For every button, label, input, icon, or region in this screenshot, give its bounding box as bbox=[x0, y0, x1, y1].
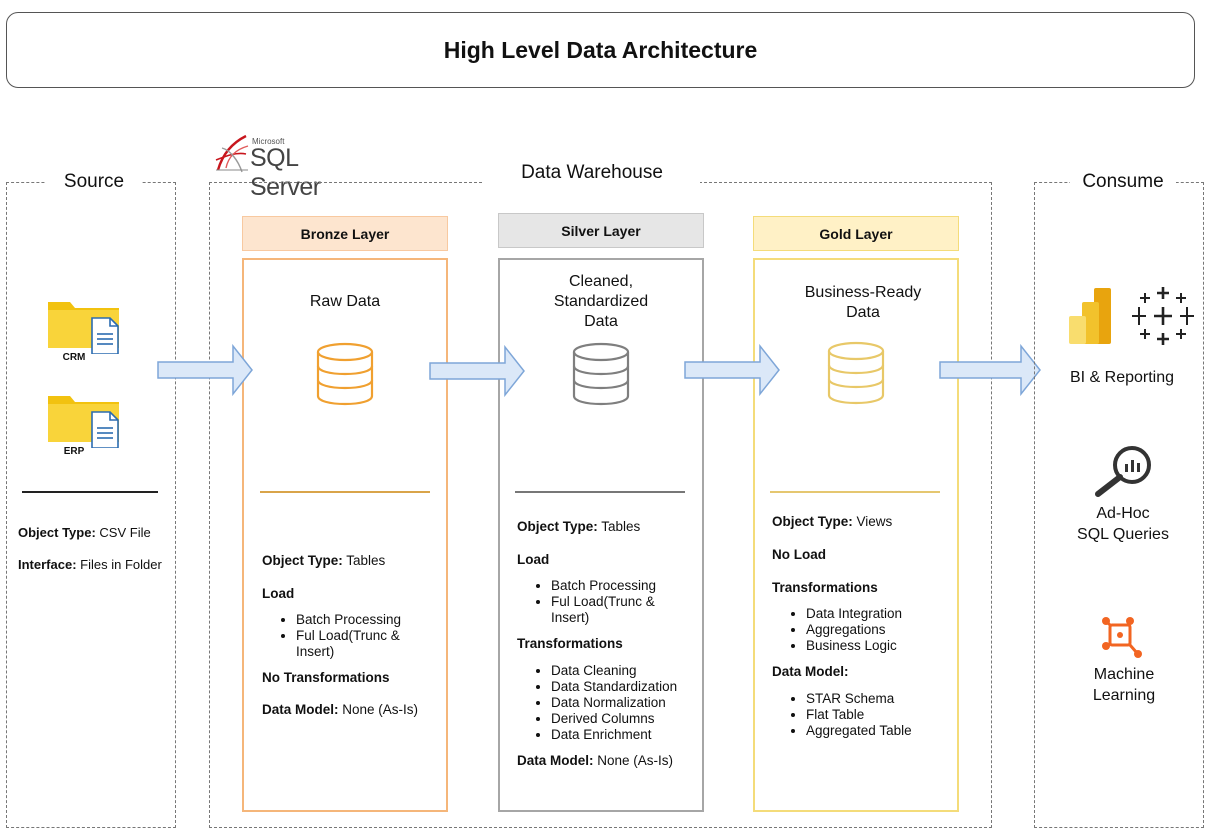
consume-adhoc-line: SQL Queries bbox=[1077, 526, 1169, 543]
gold-no-load: No Load bbox=[772, 547, 826, 562]
silver-transformations-label: Transformations bbox=[517, 636, 623, 651]
list-item: Data Standardization bbox=[551, 679, 703, 695]
gold-info: Object Type: Views No Load Transformatio… bbox=[772, 514, 958, 748]
silver-data-model-value: None (As-Is) bbox=[597, 753, 674, 768]
source-section bbox=[6, 182, 176, 828]
list-item: Data Cleaning bbox=[551, 663, 703, 679]
database-icon bbox=[314, 342, 376, 411]
consume-ml-line: Machine bbox=[1093, 666, 1155, 683]
power-bi-icon bbox=[1069, 288, 1111, 344]
bronze-load-list: Batch Processing Ful Load(Trunc & Insert… bbox=[262, 612, 416, 660]
sql-logo-microsoft: Microsoft bbox=[252, 137, 285, 146]
source-interface-label: Interface: bbox=[18, 557, 77, 572]
gold-data-model-list: STAR Schema Flat Table Aggregated Table bbox=[772, 691, 958, 739]
folder-icon bbox=[46, 298, 122, 359]
gold-description-line: Business-Ready bbox=[804, 284, 922, 301]
folder-icon bbox=[46, 392, 122, 453]
list-item: STAR Schema bbox=[806, 691, 958, 707]
consume-adhoc: Ad-Hoc SQL Queries bbox=[1034, 503, 1212, 545]
sql-logo-product: SQL Server bbox=[250, 144, 321, 201]
silver-load-list: Batch Processing Ful Load(Trunc & Insert… bbox=[517, 578, 671, 626]
silver-description-line: Data bbox=[584, 313, 618, 330]
source-object-type-label: Object Type: bbox=[18, 525, 96, 540]
bronze-layer-box bbox=[242, 258, 448, 812]
source-item-erp: ERP bbox=[63, 446, 85, 457]
silver-divider bbox=[515, 491, 685, 493]
silver-description: Cleaned, Standardized Data bbox=[498, 272, 704, 332]
flow-arrow-bronze-to-silver bbox=[429, 344, 525, 398]
silver-layer-box bbox=[498, 258, 704, 812]
gold-transformations-list: Data Integration Aggregations Business L… bbox=[772, 606, 958, 654]
database-icon bbox=[825, 341, 887, 410]
list-item: Batch Processing bbox=[296, 612, 416, 628]
bronze-data-model-value: None (As-Is) bbox=[342, 702, 419, 717]
silver-object-type-label: Object Type: bbox=[517, 519, 598, 534]
warehouse-section-label: Data Warehouse bbox=[484, 162, 700, 184]
consume-adhoc-line: Ad-Hoc bbox=[1096, 505, 1150, 522]
list-item: Aggregated Table bbox=[806, 723, 958, 739]
gold-divider bbox=[770, 491, 940, 493]
gold-data-model-label: Data Model: bbox=[772, 664, 849, 679]
source-interface-value: Files in Folder bbox=[80, 557, 162, 572]
bronze-transformations: No Transformations bbox=[262, 670, 390, 685]
sql-server-icon bbox=[215, 134, 249, 173]
tableau-icon bbox=[1132, 287, 1194, 345]
list-item: Ful Load(Trunc & Insert) bbox=[296, 628, 416, 660]
consume-bi-reporting: BI & Reporting bbox=[1069, 369, 1175, 386]
list-item: Data Normalization bbox=[551, 695, 703, 711]
gold-layer-box bbox=[753, 258, 959, 812]
silver-description-line: Standardized bbox=[553, 293, 649, 310]
flow-arrow-source-to-bronze bbox=[157, 343, 253, 397]
source-divider bbox=[22, 491, 158, 493]
consume-machine-learning: Machine Learning bbox=[1034, 664, 1214, 706]
list-item: Batch Processing bbox=[551, 578, 671, 594]
gold-transformations-label: Transformations bbox=[772, 580, 878, 595]
database-icon bbox=[570, 342, 632, 411]
silver-description-line: Cleaned, bbox=[568, 273, 634, 290]
title-box bbox=[6, 12, 1195, 88]
source-object-type-value: CSV File bbox=[99, 525, 151, 540]
bronze-divider bbox=[260, 491, 430, 493]
bronze-layer-header: Bronze Layer bbox=[242, 216, 448, 251]
list-item: Data Integration bbox=[806, 606, 958, 622]
source-section-label: Source bbox=[46, 171, 142, 193]
bronze-description: Raw Data bbox=[309, 293, 381, 310]
document-icon bbox=[91, 411, 119, 449]
flow-arrow-gold-to-consume bbox=[939, 343, 1041, 397]
gold-description-line: Data bbox=[846, 304, 880, 321]
document-icon bbox=[91, 317, 119, 355]
bronze-data-model-label: Data Model: bbox=[262, 702, 339, 717]
list-item: Business Logic bbox=[806, 638, 958, 654]
source-info: Object Type: CSV File Interface: Files i… bbox=[18, 525, 176, 573]
source-item-crm: CRM bbox=[62, 352, 86, 363]
silver-transformations-list: Data Cleaning Data Standardization Data … bbox=[517, 663, 703, 743]
silver-object-type-value: Tables bbox=[601, 519, 641, 534]
flow-arrow-silver-to-gold bbox=[684, 343, 780, 397]
silver-layer-header: Silver Layer bbox=[498, 213, 704, 248]
gold-object-type-label: Object Type: bbox=[772, 514, 853, 529]
consume-section-label: Consume bbox=[1070, 171, 1176, 193]
consume-ml-line: Learning bbox=[1092, 687, 1156, 704]
list-item: Flat Table bbox=[806, 707, 958, 723]
gold-layer-header: Gold Layer bbox=[753, 216, 959, 251]
page-title: High Level Data Architecture bbox=[443, 37, 758, 63]
machine-learning-icon bbox=[1102, 617, 1142, 658]
bronze-load-label: Load bbox=[262, 586, 295, 601]
list-item: Derived Columns bbox=[551, 711, 703, 727]
list-item: Aggregations bbox=[806, 622, 958, 638]
silver-data-model-label: Data Model: bbox=[517, 753, 594, 768]
bronze-object-type-label: Object Type: bbox=[262, 553, 343, 568]
list-item: Ful Load(Trunc & Insert) bbox=[551, 594, 671, 626]
silver-load-label: Load bbox=[517, 552, 550, 567]
silver-info: Object Type: Tables Load Batch Processin… bbox=[517, 519, 703, 778]
search-analytics-icon bbox=[1095, 446, 1151, 497]
gold-object-type-value: Views bbox=[856, 514, 893, 529]
gold-description: Business-Ready Data bbox=[760, 283, 966, 323]
bronze-object-type-value: Tables bbox=[346, 553, 386, 568]
list-item: Data Enrichment bbox=[551, 727, 703, 743]
bronze-info: Object Type: Tables Load Batch Processin… bbox=[262, 553, 448, 727]
sql-server-logo: Microsoft SQL Server bbox=[212, 130, 372, 201]
